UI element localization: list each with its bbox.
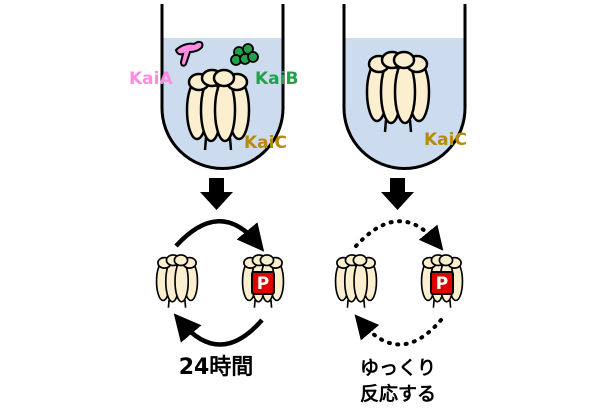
svg-text:P: P: [436, 274, 448, 294]
left-tube-outline: [160, 4, 285, 170]
right-kaic-label: KaiC: [424, 130, 467, 150]
kaib-protein: [230, 43, 259, 66]
left-cycle-top-arrow: [174, 219, 265, 252]
left-cycle: P 24時間: [155, 219, 285, 380]
svg-text:P: P: [257, 274, 269, 294]
left-down-arrow: [200, 178, 233, 210]
kaib-label: KaiB: [255, 69, 298, 89]
right-cycle-top-arrow: [354, 219, 444, 251]
right-tube-outline: [342, 4, 467, 170]
right-cycle-kaic-unphosphorylated: [334, 254, 378, 309]
kaia-label: KaiA: [129, 69, 173, 89]
right-down-arrow: [381, 178, 414, 210]
right-caption-line1: ゆっくり: [360, 357, 436, 379]
left-caption: 24時間: [179, 355, 254, 380]
kaia-protein: [174, 40, 204, 67]
right-phospho-badge: P: [430, 271, 454, 295]
left-cycle-bottom-arrow: [173, 313, 264, 347]
left-cycle-kaic-unphosphorylated: [155, 254, 199, 309]
left-kaic-label: KaiC: [244, 133, 287, 153]
right-cycle-bottom-arrow: [354, 314, 443, 347]
right-caption-line2: 反応する: [360, 382, 436, 405]
left-phospho-badge: P: [251, 271, 275, 295]
right-cycle: P ゆっくり 反応する: [334, 219, 464, 405]
